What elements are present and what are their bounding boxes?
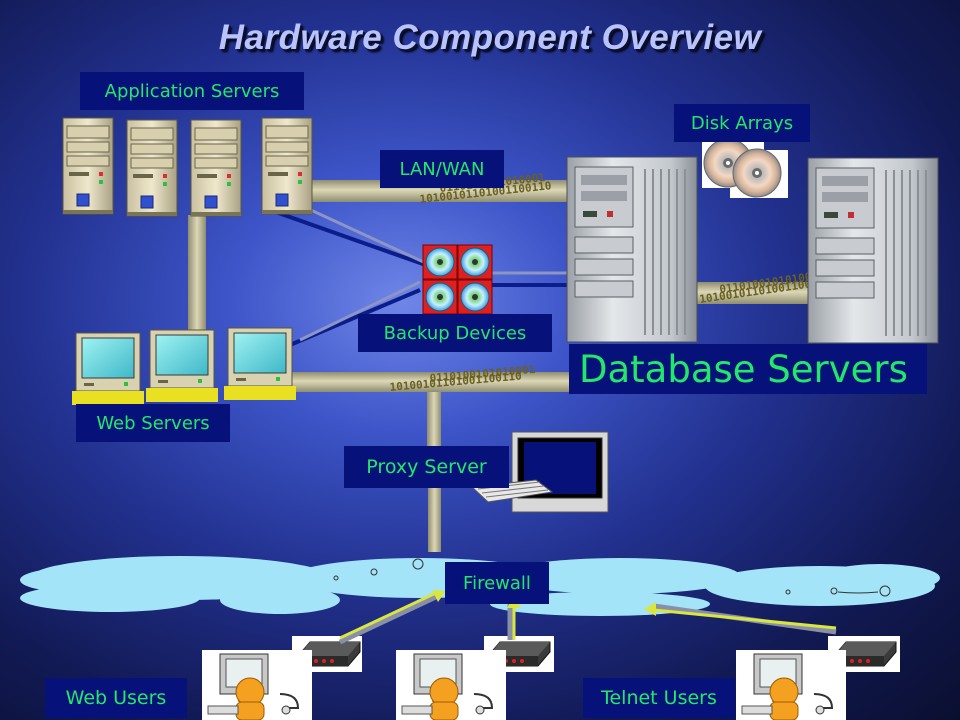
user-at-computer-icon xyxy=(735,649,847,720)
user-at-computer-icon xyxy=(201,649,313,720)
label-disk-arrays: Disk Arrays xyxy=(674,104,810,142)
proxy-server-group xyxy=(470,431,609,513)
label-proxy-server: Proxy Server xyxy=(344,446,509,488)
label-firewall: Firewall xyxy=(445,562,549,604)
access-arrows xyxy=(338,590,837,645)
disk-arrays-group xyxy=(702,138,788,198)
tape-backup-icon xyxy=(457,279,493,315)
web-servers-group xyxy=(71,327,297,406)
backup-devices-group xyxy=(422,244,493,315)
label-telnet-users: Telnet Users xyxy=(583,678,735,718)
tower-server-icon xyxy=(190,119,242,217)
slide-title: Hardware Component Overview xyxy=(218,18,762,57)
internet-cloud xyxy=(20,556,940,616)
application-servers-group xyxy=(62,117,313,217)
tape-backup-icon xyxy=(422,244,458,280)
tape-backup-icon xyxy=(457,244,493,280)
disk-icon xyxy=(732,148,782,198)
label-database-servers: Database Servers xyxy=(569,344,927,394)
tape-backup-icon xyxy=(422,279,458,315)
label-backup-devices: Backup Devices xyxy=(358,314,552,352)
desktop-monitor-icon xyxy=(71,332,145,406)
tower-server-icon xyxy=(126,119,178,217)
network-bands xyxy=(188,180,810,552)
desktop-monitor-icon xyxy=(223,327,297,401)
tower-server-icon xyxy=(62,117,114,215)
label-web-servers: Web Servers xyxy=(76,404,230,442)
tower-server-icon xyxy=(261,117,313,215)
database-server-icon xyxy=(566,156,698,343)
database-server-icon xyxy=(807,157,939,344)
wire-links xyxy=(269,203,572,347)
label-application-servers: Application Servers xyxy=(80,72,304,110)
user-at-computer-icon xyxy=(395,649,507,720)
label-web-users: Web Users xyxy=(45,678,187,718)
desktop-monitor-icon xyxy=(145,329,219,403)
label-lan-wan: LAN/WAN xyxy=(380,150,504,188)
